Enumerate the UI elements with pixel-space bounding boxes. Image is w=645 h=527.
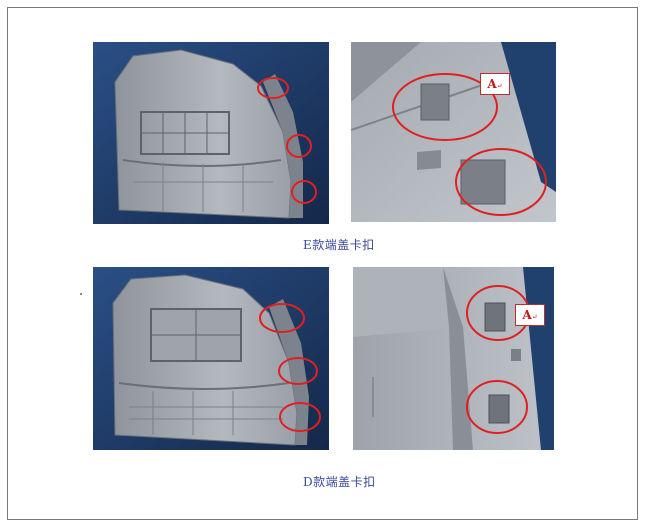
e-cover-overview-image (93, 42, 329, 224)
e-clip-detail-image (351, 42, 556, 222)
callout-label-a-top: A↵ (480, 73, 510, 95)
callout-label-a-bottom: A↵ (515, 304, 545, 326)
d-clip-detail-image (353, 267, 554, 450)
stray-mark (80, 293, 82, 295)
e-figure-caption: E款端盖卡扣 (303, 238, 375, 252)
d-figure-caption: D款端盖卡扣 (303, 475, 376, 489)
d-cover-overview-image (93, 267, 329, 450)
